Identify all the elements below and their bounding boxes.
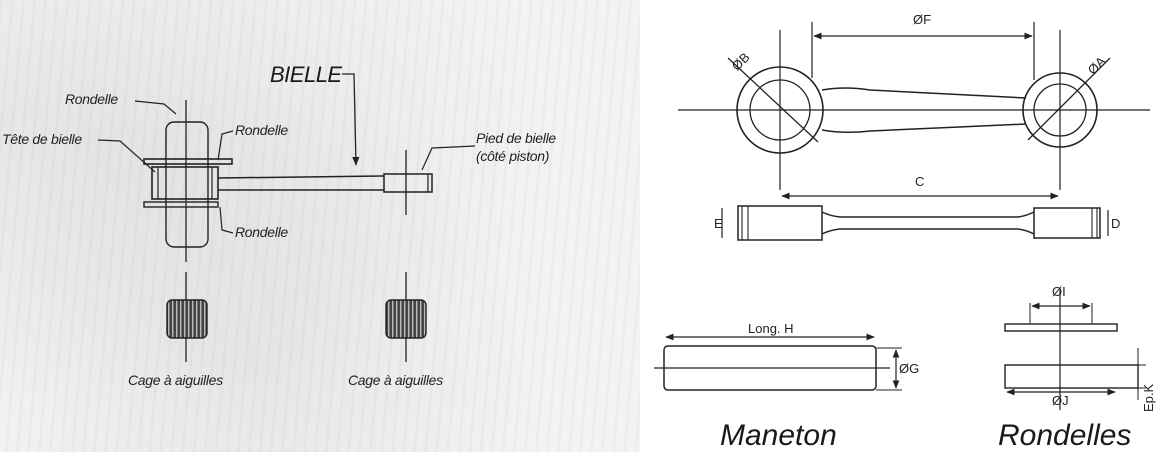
pied-de-bielle-label-line1: Pied de bielle [476, 130, 556, 146]
pied-de-bielle-label-line2: (côté piston) [476, 148, 549, 164]
rondelles-drawing [1004, 290, 1146, 410]
big-end-shape [151, 166, 219, 200]
connecting-rod-assembly [97, 73, 476, 362]
maneton-title: Maneton [720, 419, 837, 452]
dim-d-label: D [1111, 216, 1120, 231]
dim-i-label: ØI [1052, 284, 1066, 299]
rondelle-bottom-label: Rondelle [235, 224, 288, 240]
crank-pin-shape [165, 121, 209, 248]
maneton-drawing [654, 333, 902, 391]
dim-j-label: ØJ [1052, 393, 1069, 408]
rondelle-right-label: Rondelle [235, 122, 288, 138]
background-texture [0, 0, 640, 452]
bielle-label: BIELLE [270, 62, 342, 87]
rondelle-top-label: Rondelle [65, 91, 118, 107]
cage-right-label: Cage à aiguilles [348, 372, 443, 388]
dim-a-label: ØA [1085, 53, 1109, 77]
rod-plan-view [678, 22, 1150, 190]
needle-cage-right-shape [385, 299, 427, 339]
dim-f-label: ØF [913, 12, 931, 27]
dim-k-label: Ep.K [1141, 383, 1156, 412]
rondelles-title: Rondelles [998, 419, 1131, 452]
dim-b-label: ØB [729, 50, 753, 74]
cage-left-label: Cage à aiguilles [128, 372, 223, 388]
dim-e-label: E [714, 216, 723, 231]
tete-de-bielle-label: Tête de bielle [2, 131, 82, 147]
rod-side-view [721, 192, 1109, 241]
dim-g-label: ØG [899, 361, 919, 376]
needle-cage-left-shape [166, 299, 208, 339]
washer-bottom [143, 201, 219, 208]
dim-h-label: Long. H [748, 321, 794, 336]
dim-c-label: C [915, 174, 924, 189]
small-end-shape [383, 173, 433, 193]
washer-top [143, 158, 233, 165]
